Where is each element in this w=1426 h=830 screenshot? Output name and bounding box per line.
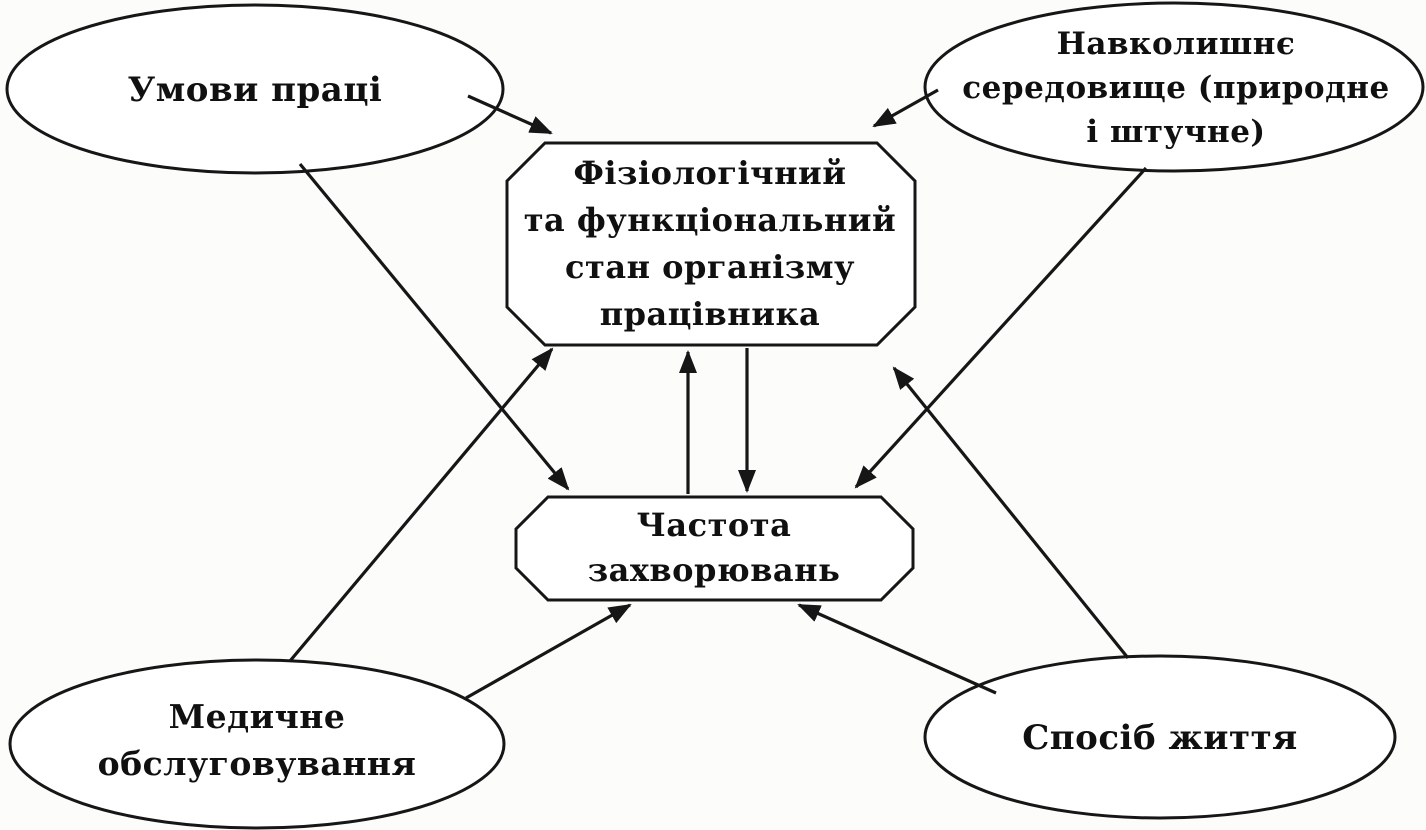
medical-care-label: Медичне обслуговування	[97, 697, 417, 783]
arrow-lifestyle-to-worker-state	[892, 366, 1130, 660]
lifestyle-label: Спосіб життя	[1022, 718, 1298, 758]
worker-state-box	[505, 141, 917, 347]
working-conditions-ellipse	[5, 3, 505, 175]
arrow-environment-to-worker-state	[872, 88, 939, 128]
arrow-medical-care-to-disease-frequency	[465, 603, 632, 700]
arrow-working-conditions-to-disease-frequency	[298, 162, 570, 491]
working-conditions-label: Умови праці	[127, 70, 383, 110]
environment-label: Навколишнє середовище (природне і штучне…	[962, 26, 1390, 150]
worker-state-label: Фізіологічний та функціональний стан орг…	[523, 154, 897, 333]
disease-frequency-box	[514, 495, 915, 602]
arrow-working-conditions-to-worker-state	[467, 94, 553, 135]
disease-frequency-label: Частота захворювань	[587, 506, 841, 589]
arrow-medical-care-to-worker-state	[288, 347, 554, 663]
arrow-environment-to-disease-frequency	[854, 166, 1148, 489]
lifestyle-ellipse	[923, 654, 1397, 820]
arrow-lifestyle-to-disease-frequency	[797, 603, 997, 695]
environment-ellipse	[923, 1, 1425, 173]
medical-care-ellipse	[8, 658, 506, 830]
